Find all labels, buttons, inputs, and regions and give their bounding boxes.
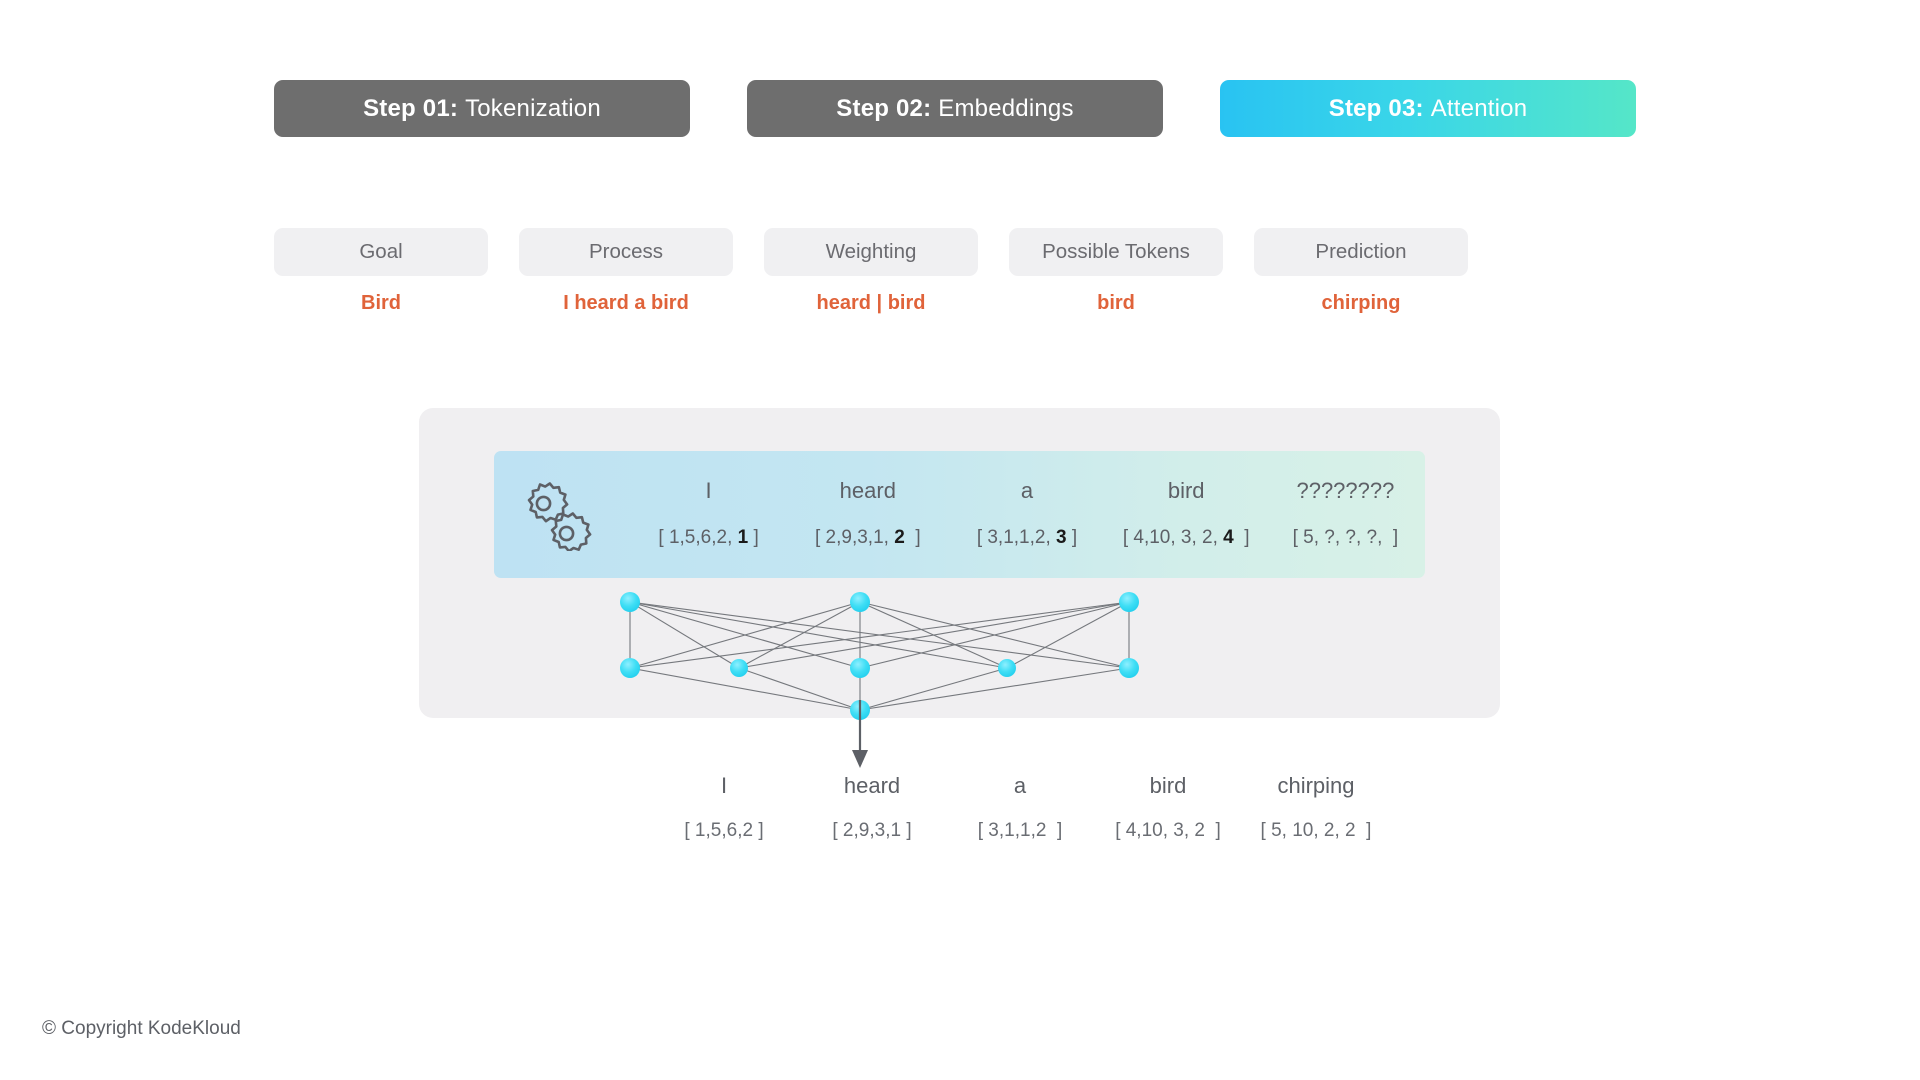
output-token-3-word: a (1013, 773, 1027, 798)
output-token-3: a [ 3,1,1,2 ] (946, 775, 1094, 842)
step-tab-01-number: Step 01: (363, 94, 459, 122)
info-card-prediction: Prediction chirping (1254, 228, 1468, 315)
input-token-1: I [ 1,5,6,2, 1 ] (629, 480, 788, 549)
info-card-goal: Goal Bird (274, 228, 488, 315)
input-token-2-word: heard (839, 478, 896, 503)
input-token-4-word: bird (1167, 478, 1205, 503)
step-tab-03[interactable]: Step 03: Attention (1220, 80, 1636, 137)
info-card-weighting-label: Weighting (764, 228, 978, 276)
step-tab-01-label: Tokenization (465, 94, 601, 122)
input-token-3: a [ 3,1,1,2, 3 ] (947, 480, 1106, 549)
network-node-mid-1 (620, 658, 640, 678)
network-node-top-3 (1119, 592, 1139, 612)
gears-icon (518, 481, 592, 553)
step-tab-02-label: Embeddings (938, 94, 1074, 122)
step-tab-03-number: Step 03: (1328, 94, 1424, 122)
network-node-top-2 (850, 592, 870, 612)
step-tab-03-label: Attention (1430, 94, 1528, 122)
down-arrow-icon (419, 700, 1500, 780)
info-card-weighting: Weighting heard | bird (764, 228, 978, 315)
output-token-2-word: heard (843, 773, 901, 798)
step-tab-02-number: Step 02: (836, 94, 932, 122)
input-token-4: bird [ 4,10, 3, 2, 4 ] (1107, 480, 1266, 549)
output-token-2-vector: [ 2,9,3,1 ] (832, 820, 912, 841)
network-node-mid-4 (998, 659, 1016, 677)
info-card-process-value: I heard a bird (563, 292, 689, 314)
input-token-1-word: I (705, 478, 712, 503)
input-token-2: heard [ 2,9,3,1, 2 ] (788, 480, 947, 549)
info-card-process: Process I heard a bird (519, 228, 733, 315)
input-token-5-word: ???????? (1296, 478, 1395, 503)
network-node-mid-2 (730, 659, 748, 677)
input-token-3-vector: [ 3,1,1,2, 3 ] (976, 527, 1078, 548)
output-token-2: heard [ 2,9,3,1 ] (798, 775, 946, 842)
step-tab-01[interactable]: Step 01: Tokenization (274, 80, 690, 137)
network-node-mid-5 (1119, 658, 1139, 678)
output-token-5-vector: [ 5, 10, 2, 2 ] (1260, 820, 1372, 841)
output-token-1-vector: [ 1,5,6,2 ] (684, 820, 764, 841)
info-card-prediction-label: Prediction (1254, 228, 1468, 276)
step-tab-02[interactable]: Step 02: Embeddings (747, 80, 1163, 137)
input-token-3-word: a (1020, 478, 1034, 503)
output-token-4-vector: [ 4,10, 3, 2 ] (1115, 820, 1221, 841)
info-card-goal-value: Bird (361, 292, 401, 314)
info-card-goal-label: Goal (274, 228, 488, 276)
copyright-text: © Copyright KodeKloud (42, 1018, 241, 1039)
input-token-2-vector: [ 2,9,3,1, 2 ] (814, 527, 921, 548)
output-token-row: I [ 1,5,6,2 ] heard [ 2,9,3,1 ] a [ 3,1,… (650, 775, 1390, 842)
step-tabs: Step 01: Tokenization Step 02: Embedding… (274, 80, 1636, 137)
output-token-4-word: bird (1149, 773, 1187, 798)
input-token-row: I [ 1,5,6,2, 1 ] heard [ 2,9,3,1, 2 ] a … (629, 451, 1425, 578)
output-token-3-vector: [ 3,1,1,2 ] (977, 820, 1063, 841)
info-card-row: Goal Bird Process I heard a bird Weighti… (274, 228, 1468, 315)
output-token-5: chirping [ 5, 10, 2, 2 ] (1242, 775, 1390, 842)
input-token-5-vector: [ 5, ?, ?, ?, ] (1292, 527, 1399, 548)
neural-network-graphic (419, 560, 1500, 720)
output-token-4: bird [ 4,10, 3, 2 ] (1094, 775, 1242, 842)
info-card-prediction-value: chirping (1321, 292, 1401, 314)
output-token-1: I [ 1,5,6,2 ] (650, 775, 798, 842)
network-node-mid-3 (850, 658, 870, 678)
info-card-possible-tokens-label: Possible Tokens (1009, 228, 1223, 276)
info-card-weighting-value: heard | bird (816, 292, 926, 314)
info-card-process-label: Process (519, 228, 733, 276)
network-node-top-1 (620, 592, 640, 612)
input-token-5: ???????? [ 5, ?, ?, ?, ] (1266, 480, 1425, 549)
input-token-4-vector: [ 4,10, 3, 2, 4 ] (1122, 527, 1250, 548)
token-strip: I [ 1,5,6,2, 1 ] heard [ 2,9,3,1, 2 ] a … (494, 451, 1425, 578)
output-token-5-word: chirping (1277, 773, 1355, 798)
input-token-1-vector: [ 1,5,6,2, 1 ] (658, 527, 759, 548)
output-token-1-word: I (720, 773, 728, 798)
info-card-possible-tokens: Possible Tokens bird (1009, 228, 1223, 315)
info-card-possible-tokens-value: bird (1097, 292, 1135, 314)
